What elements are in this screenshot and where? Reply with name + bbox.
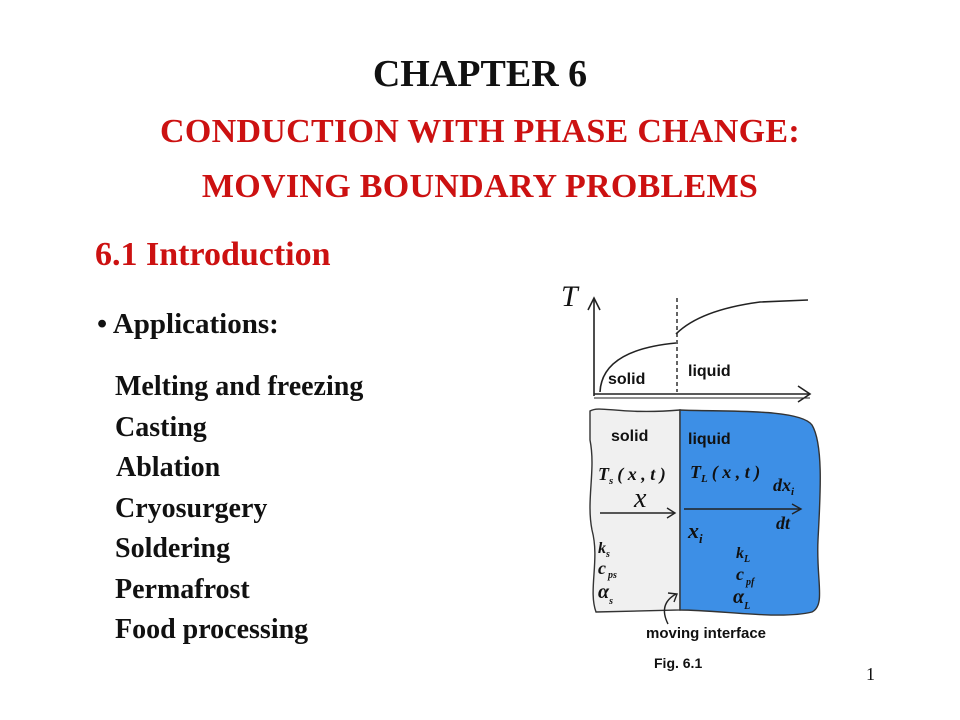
list-item: Cryosurgery <box>115 492 268 524</box>
bullet-icon: • <box>97 308 108 340</box>
chapter-heading: CHAPTER 6 <box>372 53 588 95</box>
solid-region <box>589 408 681 613</box>
liquid-temperature-label: TL( x , t ) <box>690 462 760 485</box>
velocity-numerator: dxi <box>773 475 795 498</box>
applications-list: Melting and freezing Casting Ablation Cr… <box>115 367 363 651</box>
x-axis-arrowhead-icon <box>797 385 812 403</box>
list-item: Melting and freezing <box>115 371 364 402</box>
x-coordinate-label: x <box>633 483 647 514</box>
graph-liquid-label: liquid <box>688 363 731 380</box>
velocity-denominator: dt <box>776 513 791 533</box>
graph-solid-label: solid <box>608 371 645 388</box>
chapter-title-line2: MOVING BOUNDARY PROBLEMS <box>201 168 759 205</box>
liquid-diffusivity-label: αL <box>733 586 750 612</box>
interface-pointer-arrowhead-icon <box>667 592 678 603</box>
liquid-conductivity-label: kL <box>736 545 750 565</box>
x-arrowhead-icon <box>666 507 677 519</box>
list-item: Food processing <box>115 614 309 645</box>
temperature-graph: T solid liquid <box>561 280 812 403</box>
applications-heading: • Applications: <box>97 308 279 341</box>
solid-conductivity-label: ks <box>598 540 610 560</box>
phase-domain: solid liquid Ts( x , t ) TL( x , t ) x d… <box>589 408 821 642</box>
y-axis-arrowhead-icon <box>587 296 601 311</box>
list-item: Soldering <box>115 533 231 564</box>
interface-position-label: xi <box>687 518 703 546</box>
figure-caption: Fig. 6.1 <box>654 655 702 671</box>
chapter-title-line1: CONDUCTION WITH PHASE CHANGE: <box>160 113 800 150</box>
solid-diffusivity-label: αs <box>598 581 613 607</box>
list-item: Permafrost <box>115 573 250 605</box>
graph-axis-T: T <box>561 280 580 313</box>
section-heading: 6.1 Introduction <box>95 236 331 273</box>
moving-interface-label: moving interface <box>646 625 766 642</box>
domain-solid-label: solid <box>611 428 648 445</box>
domain-liquid-label: liquid <box>688 431 731 448</box>
applications-label: Applications: <box>112 308 279 340</box>
slide-number: 1 <box>866 664 875 684</box>
interface-pointer-arrow <box>663 593 677 625</box>
solid-temperature-curve <box>599 342 677 393</box>
velocity-arrowhead-icon <box>791 503 803 515</box>
list-item: Casting <box>115 411 207 443</box>
liquid-region <box>679 409 821 616</box>
solid-temperature-label: Ts( x , t ) <box>598 464 666 487</box>
list-item: Ablation <box>116 452 221 483</box>
liquid-temperature-curve <box>675 299 809 335</box>
